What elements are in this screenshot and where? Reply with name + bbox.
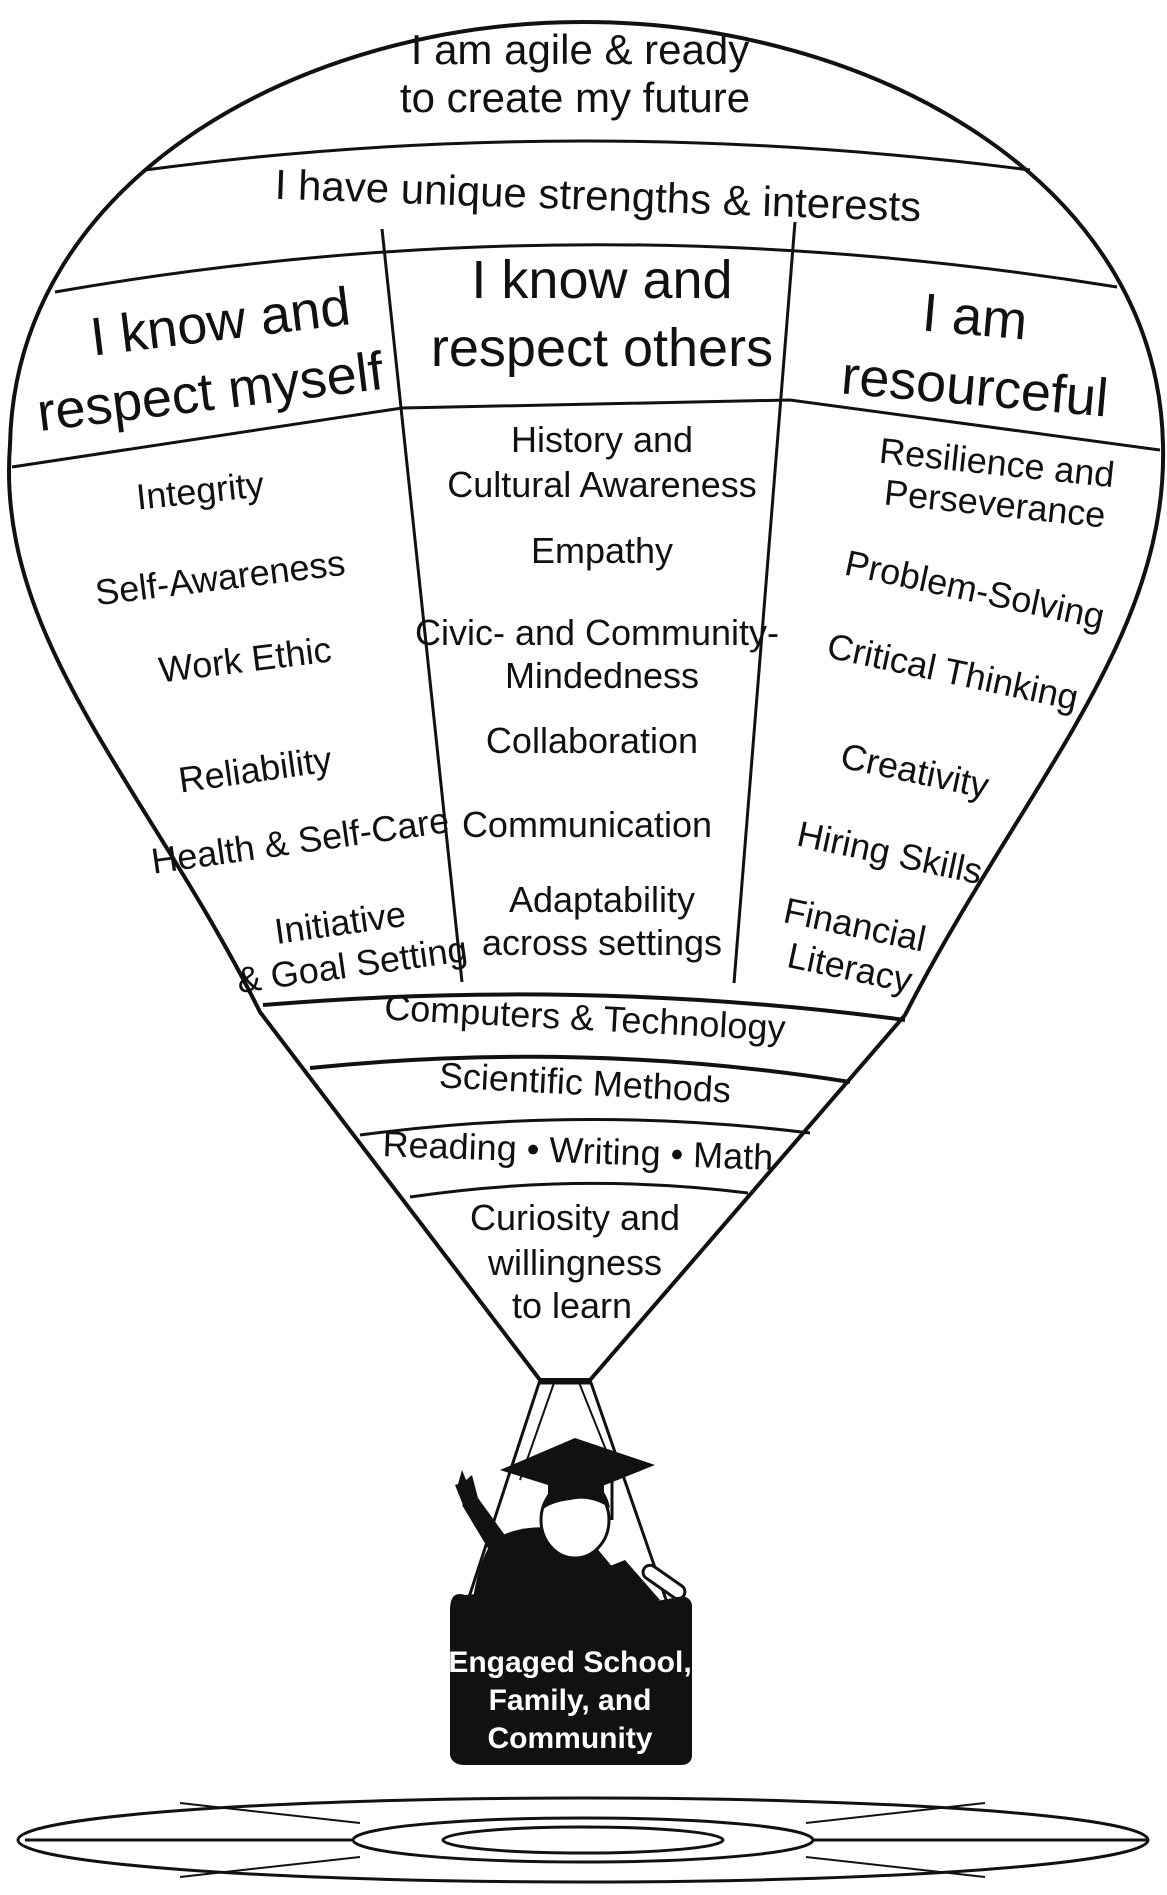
resourceful-header-line2: resourceful — [839, 345, 1110, 428]
item-integrity: Integrity — [134, 463, 266, 517]
diploma-scroll-icon — [641, 1563, 687, 1601]
basket — [450, 1593, 692, 1765]
divider-scientific-bottom — [359, 1118, 811, 1137]
others-header-line1: I know and — [471, 250, 732, 310]
item-history-line1: History and — [511, 419, 693, 460]
basket-line1: Engaged School, — [448, 1646, 691, 1679]
item-health-self-care: Health & Self-Care — [149, 799, 452, 881]
item-problem-solving: Problem-Solving — [841, 542, 1108, 637]
column-divider-left — [380, 228, 464, 983]
curiosity-line1: Curiosity and — [470, 1197, 680, 1238]
divider-headers — [11, 398, 1161, 469]
item-self-awareness: Self-Awareness — [93, 542, 348, 613]
item-creativity: Creativity — [837, 735, 992, 806]
basket-line2: Family, and — [489, 1684, 652, 1717]
others-header-line2: respect others — [431, 318, 773, 378]
column-divider-right — [732, 221, 797, 984]
basket-line3: Community — [488, 1722, 653, 1755]
rope-right — [588, 1379, 682, 1641]
item-civic-line2: Mindedness — [505, 655, 699, 696]
divider-top-band — [144, 139, 1031, 172]
item-hiring-skills: Hiring Skills — [794, 813, 986, 892]
divider-strengths-band — [54, 243, 1118, 294]
myself-header-line2: respect myself — [34, 341, 388, 443]
item-civic-line1: Civic- and Community- — [415, 612, 779, 653]
divider-computers-top — [262, 992, 906, 1022]
top-band-line1: I am agile & ready — [411, 26, 750, 73]
curiosity-line2: willingness — [487, 1242, 662, 1283]
item-adapt-line2: across settings — [482, 922, 722, 963]
item-empathy: Empathy — [531, 530, 673, 571]
item-adapt-line1: Adaptability — [509, 879, 695, 920]
top-band-line2: to create my future — [400, 74, 750, 121]
divider-computers-bottom — [309, 1054, 851, 1084]
resourceful-header-line1: I am — [920, 283, 1030, 352]
divider-basics-bottom — [409, 1181, 749, 1199]
item-history-line2: Cultural Awareness — [447, 464, 757, 505]
balloon-envelope — [7, 19, 1166, 1382]
item-critical-thinking: Critical Thinking — [824, 625, 1082, 718]
item-collaboration: Collaboration — [486, 720, 698, 761]
item-work-ethic: Work Ethic — [157, 629, 334, 691]
band-basics: Reading • Writing • Math — [382, 1123, 774, 1178]
item-communication: Communication — [462, 804, 712, 845]
ground-ellipse-icon — [16, 1796, 1150, 1884]
item-reliability: Reliability — [176, 738, 334, 800]
curiosity-line3: to learn — [512, 1285, 632, 1326]
strengths-band: I have unique strengths & interests — [274, 161, 922, 231]
